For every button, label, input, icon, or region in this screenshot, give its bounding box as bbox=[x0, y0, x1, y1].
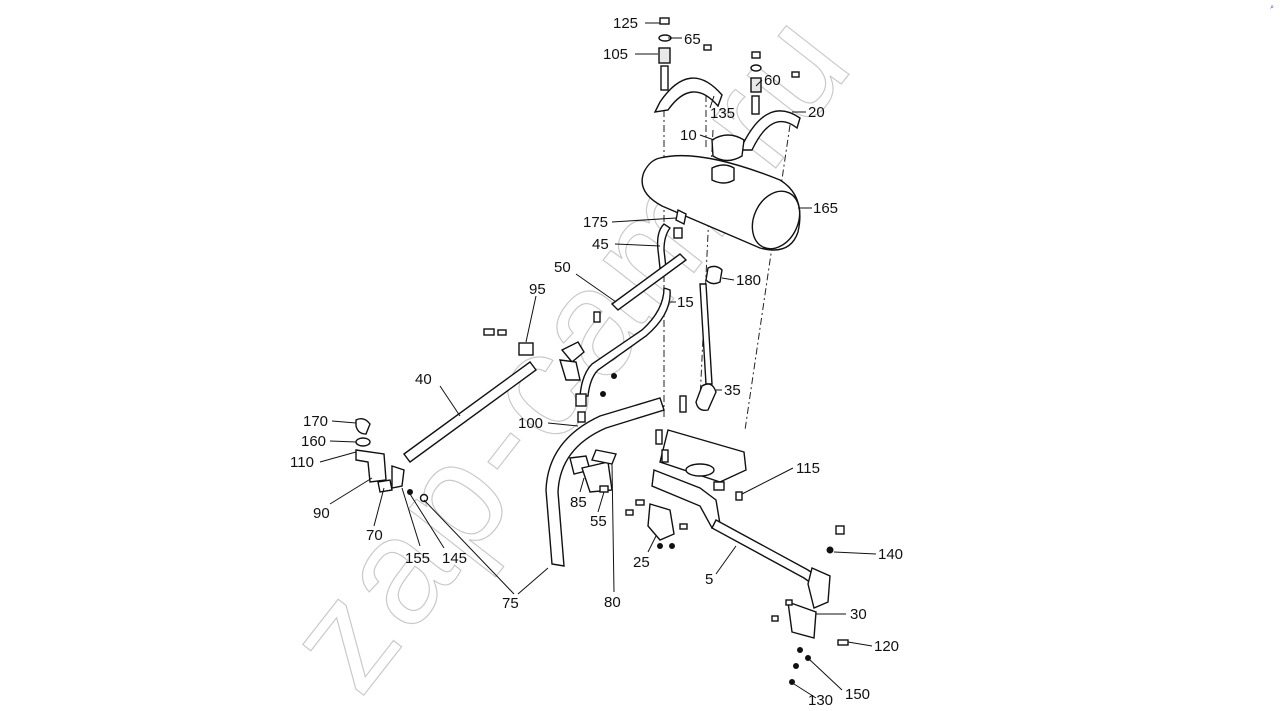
callout-50: 50 bbox=[554, 259, 571, 276]
callout-180: 180 bbox=[736, 272, 761, 289]
callout-170: 170 bbox=[303, 413, 328, 430]
callout-105: 105 bbox=[603, 46, 628, 63]
tank-fittings bbox=[673, 208, 723, 285]
corner-mark: ⌕ bbox=[1270, 4, 1274, 11]
callout-55: 55 bbox=[590, 513, 607, 530]
callout-70: 70 bbox=[366, 527, 383, 544]
callout-35: 35 bbox=[724, 382, 741, 399]
callout-75: 75 bbox=[502, 595, 519, 612]
callout-40: 40 bbox=[415, 371, 432, 388]
mid-brackets bbox=[569, 449, 617, 493]
callout-130: 130 bbox=[808, 692, 833, 709]
callout-175: 175 bbox=[583, 214, 608, 231]
tube-40 bbox=[403, 361, 537, 463]
callout-25: 25 bbox=[633, 554, 650, 571]
callout-100: 100 bbox=[518, 415, 543, 432]
callout-120: 120 bbox=[874, 638, 899, 655]
callout-10: 10 bbox=[680, 127, 697, 144]
bracket-25 bbox=[625, 499, 688, 549]
frame-bar bbox=[711, 519, 823, 590]
callout-160: 160 bbox=[301, 433, 326, 450]
top-fasteners bbox=[658, 17, 800, 115]
callout-95: 95 bbox=[529, 281, 546, 298]
callout-90: 90 bbox=[313, 505, 330, 522]
callout-20: 20 bbox=[808, 104, 825, 121]
callout-labels: 125 65 105 60 135 20 10 165 175 45 50 18… bbox=[290, 15, 903, 709]
tank bbox=[641, 154, 801, 251]
callout-110: 110 bbox=[290, 454, 314, 471]
callout-135: 135 bbox=[710, 105, 735, 122]
clamp-group bbox=[483, 311, 617, 423]
hose-75 bbox=[545, 397, 665, 567]
leader-lines bbox=[319, 22, 877, 699]
callout-115: 115 bbox=[796, 460, 820, 477]
bolts-lower bbox=[655, 395, 687, 463]
right-brackets bbox=[771, 525, 849, 685]
callout-30: 30 bbox=[850, 606, 867, 623]
left-bracket bbox=[355, 417, 429, 503]
callout-125: 125 bbox=[613, 15, 638, 32]
callout-150: 150 bbox=[845, 686, 870, 703]
filler-cap bbox=[711, 134, 745, 162]
hoses bbox=[579, 223, 717, 412]
callout-145: 145 bbox=[442, 550, 467, 567]
tube-50 bbox=[610, 253, 688, 311]
callout-5: 5 bbox=[705, 571, 713, 588]
callout-80: 80 bbox=[604, 594, 621, 611]
callout-15: 15 bbox=[677, 294, 694, 311]
callout-60: 60 bbox=[764, 72, 781, 89]
tank-straps bbox=[653, 77, 801, 151]
callout-85: 85 bbox=[570, 494, 587, 511]
callout-155: 155 bbox=[405, 550, 430, 567]
callout-140: 140 bbox=[878, 546, 903, 563]
callout-65: 65 bbox=[684, 31, 701, 48]
callout-165: 165 bbox=[813, 200, 838, 217]
callout-45: 45 bbox=[592, 236, 609, 253]
